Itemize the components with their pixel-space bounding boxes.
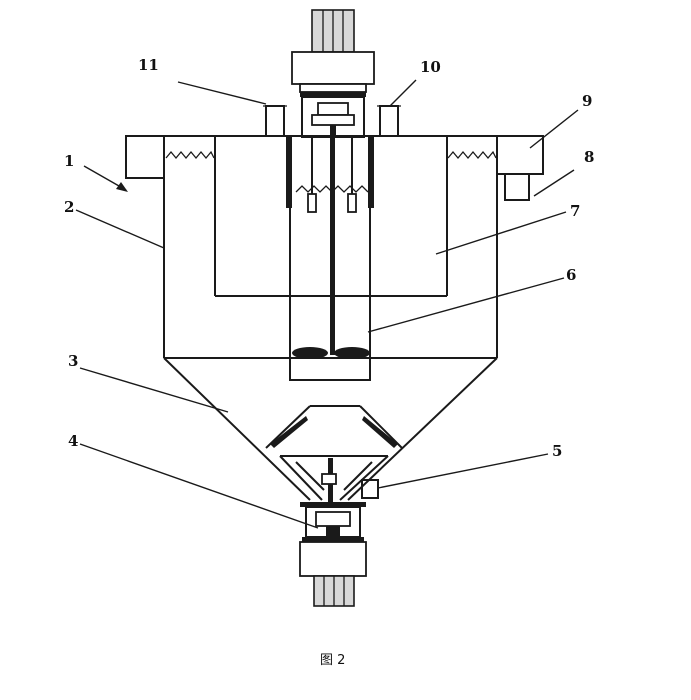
- label-8: 8: [584, 148, 594, 166]
- label-2: 2: [64, 198, 74, 216]
- leader-lines: [75, 79, 579, 529]
- label-4: 4: [68, 432, 78, 450]
- overflow-box-9: [496, 135, 544, 201]
- label-11: 11: [138, 56, 159, 74]
- bottom-scraper: [279, 455, 389, 502]
- draft-tube-6: [286, 135, 374, 381]
- conical-bottom-3: [163, 357, 498, 501]
- label-1: 1: [64, 152, 74, 170]
- label-6: 6: [566, 266, 576, 284]
- label-7: 7: [570, 202, 580, 220]
- agitator: [292, 137, 370, 359]
- deflector-cone: [265, 405, 403, 449]
- coupling-box: [301, 96, 365, 138]
- label-3: 3: [68, 352, 78, 370]
- label-9: 9: [582, 92, 592, 110]
- discharge-outlet-5: [361, 479, 379, 499]
- bottom-drive: [299, 502, 367, 607]
- label-5: 5: [552, 442, 562, 460]
- nozzle-10: [377, 105, 401, 137]
- nozzle-11: [263, 105, 287, 137]
- label-10: 10: [420, 58, 441, 76]
- left-overflow-box: [125, 135, 165, 179]
- figure-caption: 图 2: [320, 653, 345, 668]
- top-motor: [291, 9, 375, 97]
